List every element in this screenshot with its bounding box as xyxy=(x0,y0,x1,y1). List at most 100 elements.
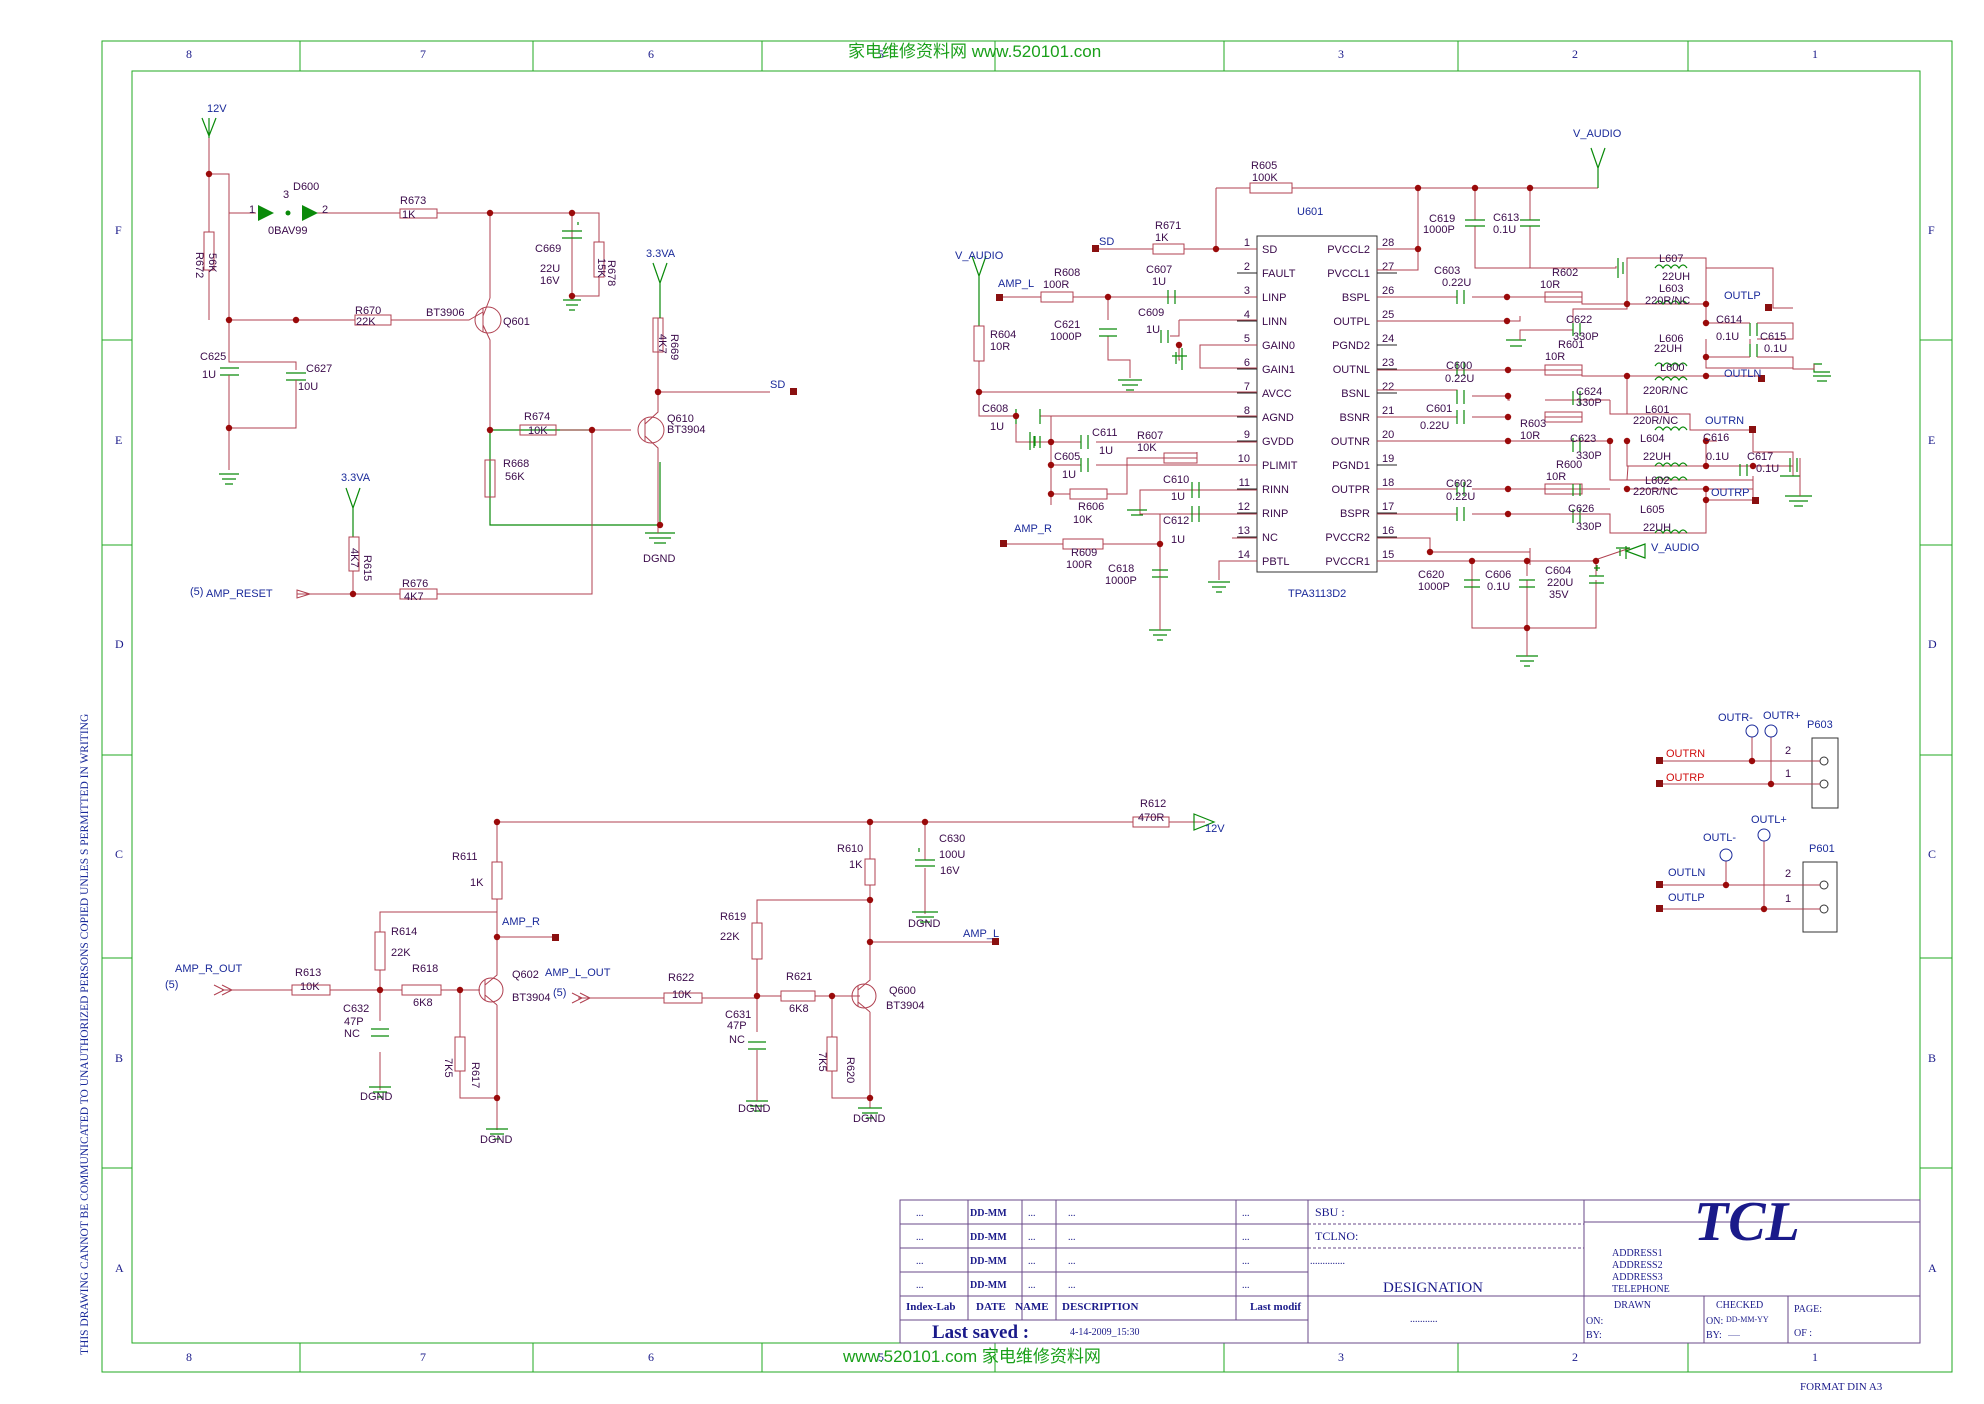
schematic-label: 10R xyxy=(1540,279,1560,291)
schematic-label: 2 xyxy=(322,204,328,216)
schematic-label: C603 xyxy=(1434,265,1460,277)
schematic-label: R668 xyxy=(503,458,529,470)
tb-row-cell: ... xyxy=(916,1232,924,1243)
schematic-label: R673 xyxy=(400,195,426,207)
schematic-label: R618 xyxy=(412,963,438,975)
schematic-label: C610 xyxy=(1163,474,1189,486)
zone-row-label: C xyxy=(115,847,123,861)
schematic-label: C611 xyxy=(1092,427,1117,439)
schematic-label: C602 xyxy=(1446,478,1472,490)
ic-pin-number: 9 xyxy=(1244,429,1250,441)
schematic-label: DGND xyxy=(738,1103,770,1115)
ic-pin-name: PLIMIT xyxy=(1262,460,1298,472)
schematic-label: AMP_R xyxy=(1014,523,1052,535)
schematic-label: 12V xyxy=(207,103,227,115)
schematic-label: Q600 xyxy=(889,985,916,997)
tb-by2: BY: xyxy=(1706,1330,1722,1341)
tb-on: ON: xyxy=(1586,1316,1603,1327)
schematic-label: 22UH xyxy=(1643,522,1671,534)
schematic-label: C608 xyxy=(982,403,1008,415)
schematic-label: 1U xyxy=(1146,324,1160,336)
schematic-label: R670 xyxy=(355,305,381,317)
schematic-label: OUTR+ xyxy=(1763,710,1801,722)
ic-pin-number: 5 xyxy=(1244,333,1250,345)
schematic-label: 10K xyxy=(528,425,548,437)
schematic-label: 1U xyxy=(1152,276,1166,288)
schematic-label: C621 xyxy=(1054,319,1080,331)
schematic-label: AMP_L xyxy=(998,278,1034,290)
schematic-label: 1 xyxy=(1785,768,1791,780)
tb-address-line: ADDRESS2 xyxy=(1612,1260,1663,1271)
tb-name: NAME xyxy=(1015,1301,1049,1313)
schematic-label: L606 xyxy=(1659,333,1683,345)
net-outrp-red: OUTRP xyxy=(1666,772,1705,784)
schematic-label: (5) xyxy=(165,979,178,991)
ic-pin-name: GAIN0 xyxy=(1262,340,1295,352)
schematic-label: AMP_R_OUT xyxy=(175,963,243,975)
schematic-label: C617 xyxy=(1747,451,1773,463)
zone-row-label: D xyxy=(1928,637,1937,651)
ic-pin-number: 12 xyxy=(1238,501,1250,513)
ic-pin-number: 22 xyxy=(1382,381,1394,393)
schematic-label: 330P xyxy=(1573,331,1599,343)
schematic-label: R674 xyxy=(524,411,550,423)
tb-on2: ON: xyxy=(1706,1316,1723,1327)
tb-index-lab: Index-Lab xyxy=(906,1301,956,1313)
schematic-label-vertical: 4K7 xyxy=(348,548,360,568)
schematic-label: R612 xyxy=(1140,798,1166,810)
output-connectors: OUTRN OUTRP xyxy=(1656,724,1839,933)
schematic-label: R600 xyxy=(1556,459,1582,471)
schematic-label: C624 xyxy=(1576,386,1602,398)
schematic-label: OUTRN xyxy=(1705,415,1744,427)
ic-pin-name: BSNR xyxy=(1339,412,1370,424)
schematic-label: BT3904 xyxy=(667,424,706,436)
schematic-label: R614 xyxy=(391,926,417,938)
tb-date-fmt: DD-MM-YY xyxy=(1726,1315,1769,1324)
tb-tclno: TCLNO: xyxy=(1315,1229,1358,1243)
schematic-label: 1U xyxy=(202,369,216,381)
schematic-label: 10K xyxy=(1073,514,1093,526)
tb-row-cell: ... xyxy=(916,1280,924,1291)
schematic-label: C620 xyxy=(1418,569,1444,581)
ic-pin-name: PGND2 xyxy=(1332,340,1370,352)
schematic-label: OUTLP xyxy=(1668,892,1705,904)
schematic-label: R608 xyxy=(1054,267,1080,279)
tb-row-cell: ... xyxy=(1028,1256,1036,1267)
schematic-label: 22UH xyxy=(1662,271,1690,283)
zone-col-label: 3 xyxy=(1338,1350,1344,1364)
zone-row-label: A xyxy=(1928,1261,1937,1275)
tb-of: OF : xyxy=(1794,1328,1812,1339)
tb-sbu: SBU : xyxy=(1315,1205,1345,1219)
tb-address-line: TELEPHONE xyxy=(1612,1284,1670,1295)
schematic-label-vertical: 7K5 xyxy=(816,1052,828,1072)
schematic-label: DGND xyxy=(908,918,940,930)
ic-pin-name: BSPL xyxy=(1342,292,1370,304)
schematic-label: 1 xyxy=(249,204,255,216)
schematic-label: Q602 xyxy=(512,969,539,981)
watermark-bottom: www.520101.com 家电维修资料网 xyxy=(842,1347,1101,1366)
reset-circuit xyxy=(201,117,797,600)
schematic-label: L607 xyxy=(1659,253,1683,265)
tb-row-cell: ... xyxy=(1028,1280,1036,1291)
tb-row-cell: ... xyxy=(1028,1232,1036,1243)
schematic-label: C626 xyxy=(1568,503,1594,515)
ic-pin-number: 26 xyxy=(1382,285,1394,297)
schematic-label: R619 xyxy=(720,911,746,923)
tb-row-cell: ... xyxy=(1242,1232,1250,1243)
schematic-label: OUTLN xyxy=(1724,368,1761,380)
zone-col-label: 5 xyxy=(878,1350,884,1364)
tb-page: PAGE: xyxy=(1794,1304,1822,1315)
schematic-label: 1K xyxy=(470,877,484,889)
schematic-label: SD xyxy=(770,379,785,391)
schematic-label: 16V xyxy=(540,275,560,287)
ic-pin-name: GVDD xyxy=(1262,436,1294,448)
ic-pin-number: 25 xyxy=(1382,309,1394,321)
zone-col-label: 6 xyxy=(648,47,654,61)
ic-pin-name: BSPR xyxy=(1340,508,1370,520)
zone-col-label: 6 xyxy=(648,1350,654,1364)
tb-row-cell: DD-MM xyxy=(970,1256,1007,1267)
schematic-label: 4K7 xyxy=(404,591,424,603)
ic-pin-name: BSNL xyxy=(1341,388,1370,400)
zone-row-label: C xyxy=(1928,847,1936,861)
schematic-label: R610 xyxy=(837,843,863,855)
